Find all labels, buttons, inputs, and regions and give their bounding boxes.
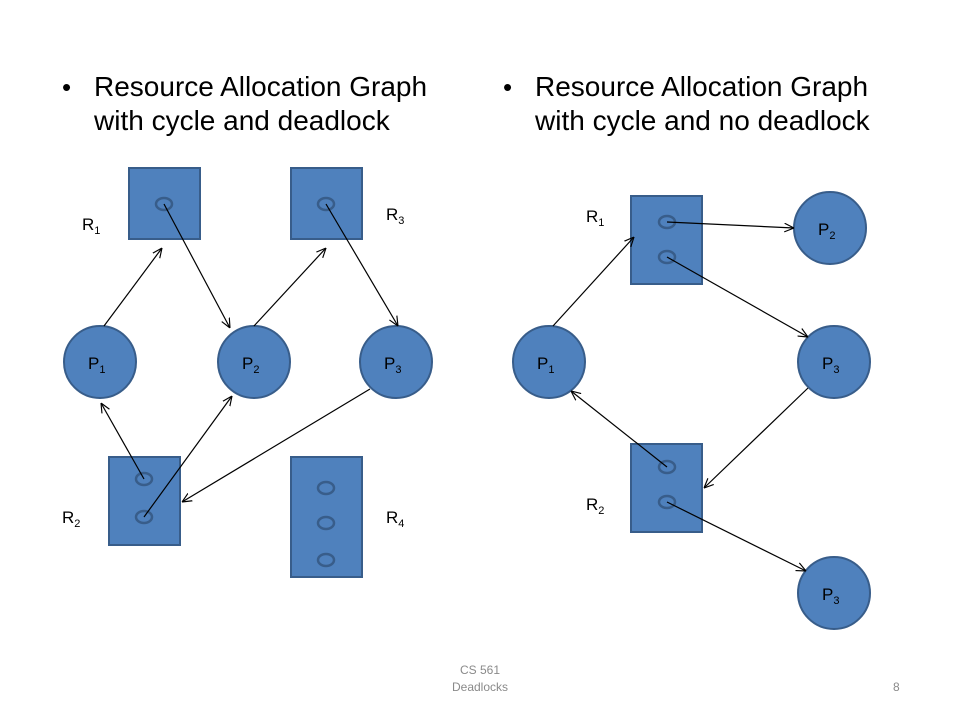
slide-footer: CS 561 Deadlocks	[430, 662, 530, 696]
right-graph: R1 R2 P2 P1 P3 P3	[512, 191, 871, 630]
svg-text:P1: P1	[88, 354, 105, 376]
svg-text:P1: P1	[537, 354, 554, 376]
right-p2-label: P2	[818, 220, 835, 242]
left-r2-label: R2	[62, 508, 80, 530]
edge-r1-assign-p2	[666, 221, 794, 228]
svg-text:R3: R3	[386, 205, 404, 227]
svg-text:P3: P3	[384, 354, 401, 376]
left-p3-label: P3	[384, 354, 401, 376]
footer-topic: Deadlocks	[451, 680, 509, 694]
left-graph: R1 R3 R2 R4 P1 P2 P3	[62, 167, 433, 578]
right-resource-r2-box	[630, 443, 703, 533]
edge-r2-assign-p1	[101, 403, 145, 480]
edge-r1-assign-p3	[666, 256, 808, 337]
left-r4-instance	[316, 515, 336, 531]
right-process-p3-upper	[797, 325, 871, 399]
right-process-p3-lower	[797, 556, 871, 630]
right-p1-label: P1	[537, 354, 554, 376]
right-r1-label: R1	[586, 207, 604, 229]
left-r3-label: R3	[386, 205, 404, 227]
edge-p2-request-r3	[253, 248, 326, 327]
right-title-line1: Resource Allocation Graph	[535, 71, 869, 102]
svg-text:P3: P3	[822, 585, 839, 607]
left-process-p2	[217, 325, 291, 399]
edge-r3-assign-p3	[325, 203, 398, 326]
left-resource-r1-box	[128, 167, 201, 240]
svg-text:P2: P2	[242, 354, 259, 376]
right-r2-label: R2	[586, 495, 604, 517]
left-process-p1	[63, 325, 137, 399]
right-process-p2	[793, 191, 867, 265]
edge-p3-request-r2	[704, 387, 809, 488]
left-process-p3	[359, 325, 433, 399]
bullet-marker: •	[503, 72, 513, 102]
left-p2-label: P2	[242, 354, 259, 376]
left-resource-r2-box	[108, 456, 181, 546]
right-bullet-item: • Resource Allocation Graph with cycle a…	[503, 70, 915, 138]
left-r4-label: R4	[386, 508, 404, 530]
edge-p1-request-r1	[552, 237, 634, 327]
left-title-line2: with cycle and deadlock	[94, 105, 390, 136]
edge-p1-request-r1	[103, 248, 162, 327]
left-r1-label: R1	[82, 215, 100, 237]
svg-text:R2: R2	[586, 495, 604, 517]
edge-r2-assign-p3	[666, 501, 806, 571]
edge-r2-assign-p2	[143, 396, 232, 518]
left-r4-instance	[316, 480, 336, 496]
right-title-line2: with cycle and no deadlock	[535, 105, 870, 136]
edge-r2-assign-p1	[571, 391, 668, 468]
right-resource-r1-box	[630, 195, 703, 285]
svg-text:R1: R1	[82, 215, 100, 237]
svg-text:R2: R2	[62, 508, 80, 530]
edge-r1-assign-p2	[163, 203, 230, 328]
bullet-marker: •	[62, 72, 72, 102]
right-process-p1	[512, 325, 586, 399]
right-p3-lower-label: P3	[822, 585, 839, 607]
right-p3-upper-label: P3	[822, 354, 839, 376]
svg-text:P3: P3	[822, 354, 839, 376]
left-bullet-item: • Resource Allocation Graph with cycle a…	[62, 70, 454, 138]
page-number: 8	[893, 680, 900, 694]
svg-text:R1: R1	[586, 207, 604, 229]
edge-p3-request-r2	[182, 388, 371, 502]
svg-text:P2: P2	[818, 220, 835, 242]
svg-text:R4: R4	[386, 508, 404, 530]
left-r4-instance	[316, 552, 336, 568]
left-p1-label: P1	[88, 354, 105, 376]
footer-course: CS 561	[459, 663, 501, 677]
left-title-line1: Resource Allocation Graph	[94, 71, 428, 102]
